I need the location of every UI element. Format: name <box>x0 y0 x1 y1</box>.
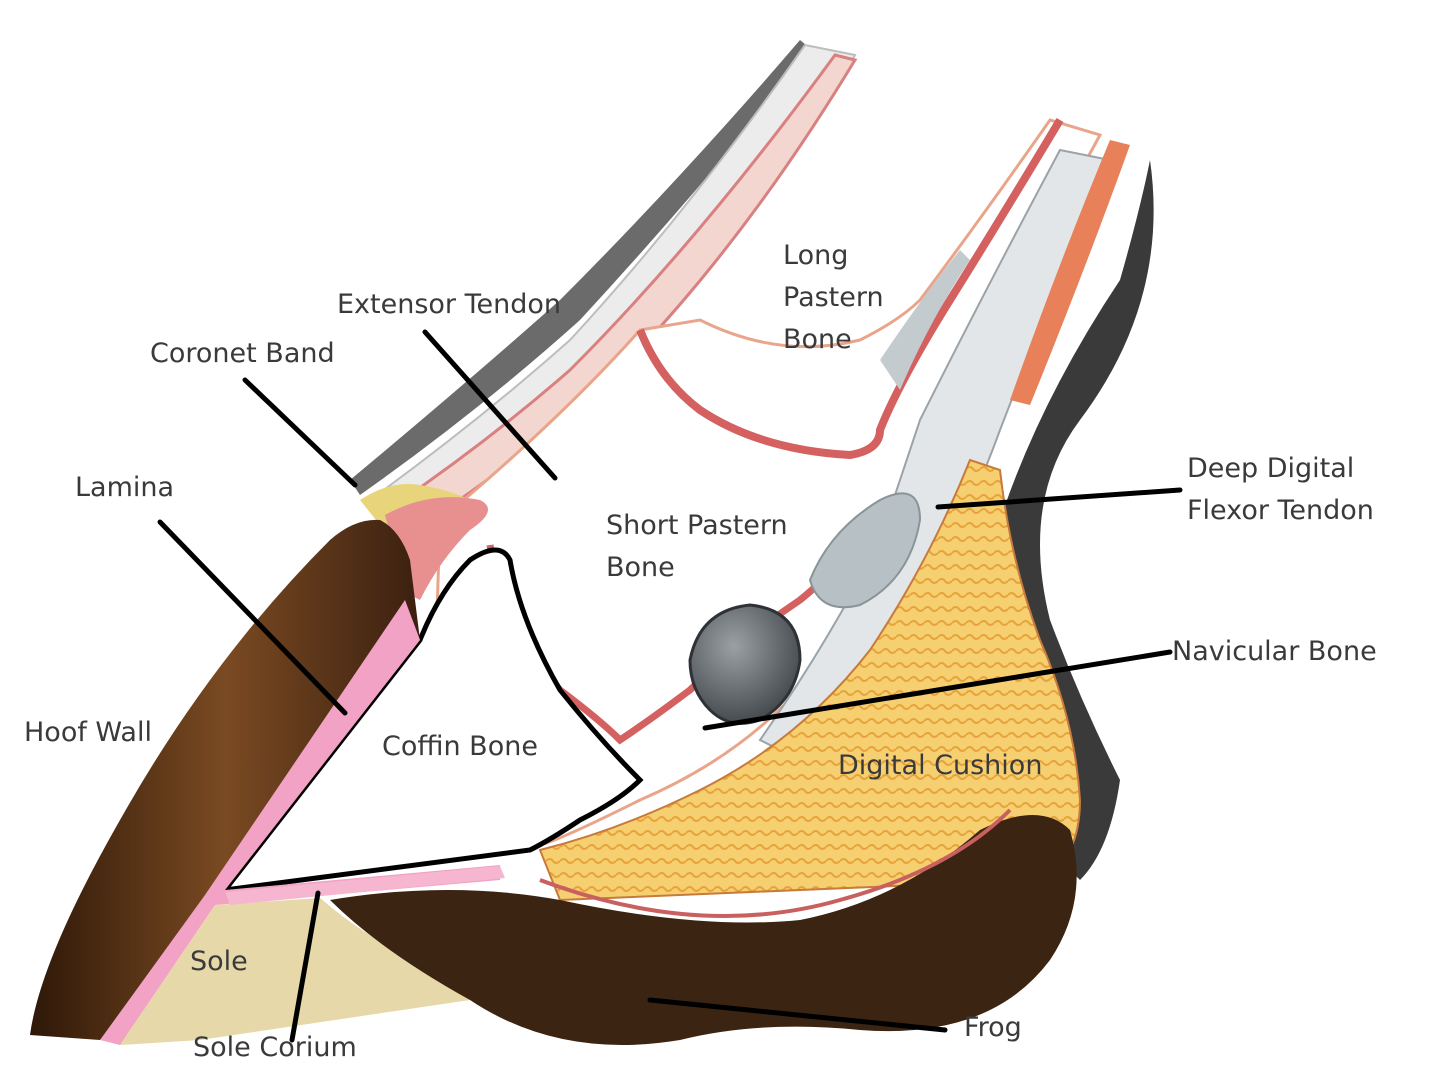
leader-frog <box>647 997 948 1033</box>
frog-cushion-edge <box>539 808 1012 918</box>
label-ddft-line1: Deep Digital <box>1187 453 1355 484</box>
leader-extensor-tendon <box>422 329 558 481</box>
leader-sole-corium <box>289 890 321 1043</box>
long-pastern-bone-shape <box>636 117 1064 460</box>
flexor-tendon-bulb <box>808 492 922 609</box>
label-extensor-tendon: Extensor Tendon <box>337 289 562 320</box>
label-hoof-wall: Hoof Wall <box>24 717 152 748</box>
tendon-band <box>1010 140 1130 405</box>
leader-navicular-bone <box>702 649 1173 731</box>
sole-corium-shape <box>225 866 505 905</box>
label-digital-cushion: Digital Cushion <box>838 750 1043 781</box>
label-ddft-line2: Flexor Tendon <box>1187 495 1374 526</box>
label-lamina: Lamina <box>75 472 175 503</box>
label-navicular-bone: Navicular Bone <box>1172 636 1377 667</box>
label-long-pastern-bone: Long Pastern Bone <box>783 235 884 361</box>
tendon-sheath <box>880 250 970 390</box>
label-sole: Sole <box>190 946 248 977</box>
leader-coronet-band <box>242 377 358 488</box>
navicular-bone-shape <box>688 603 802 725</box>
label-coffin-bone: Coffin Bone <box>382 731 538 762</box>
label-long-pastern-line2: Pastern <box>783 282 884 313</box>
label-short-pastern-bone: Short Pastern Bone <box>606 505 788 589</box>
lamina-shape <box>100 600 500 1045</box>
label-coronet-band: Coronet Band <box>150 338 335 369</box>
coffin-bone-shape <box>219 547 644 894</box>
label-long-pastern-line3: Bone <box>783 324 852 355</box>
label-short-pastern-line2: Bone <box>606 552 675 583</box>
label-sole-corium: Sole Corium <box>193 1032 357 1063</box>
label-long-pastern-line1: Long <box>783 240 849 271</box>
front-skin-hair <box>350 40 812 495</box>
leader-deep-digital-flexor <box>935 487 1183 510</box>
label-deep-digital-flexor-tendon: Deep Digital Flexor Tendon <box>1187 448 1374 532</box>
leader-lines <box>157 329 1183 1043</box>
label-short-pastern-line1: Short Pastern <box>606 510 788 541</box>
sole-shape <box>120 898 470 1045</box>
hoof-wall-shape <box>30 519 420 1040</box>
digital-cushion-shape <box>538 458 1082 902</box>
label-frog: Frog <box>964 1012 1022 1043</box>
leader-lamina <box>157 519 348 716</box>
frog-shape <box>330 815 1077 1045</box>
